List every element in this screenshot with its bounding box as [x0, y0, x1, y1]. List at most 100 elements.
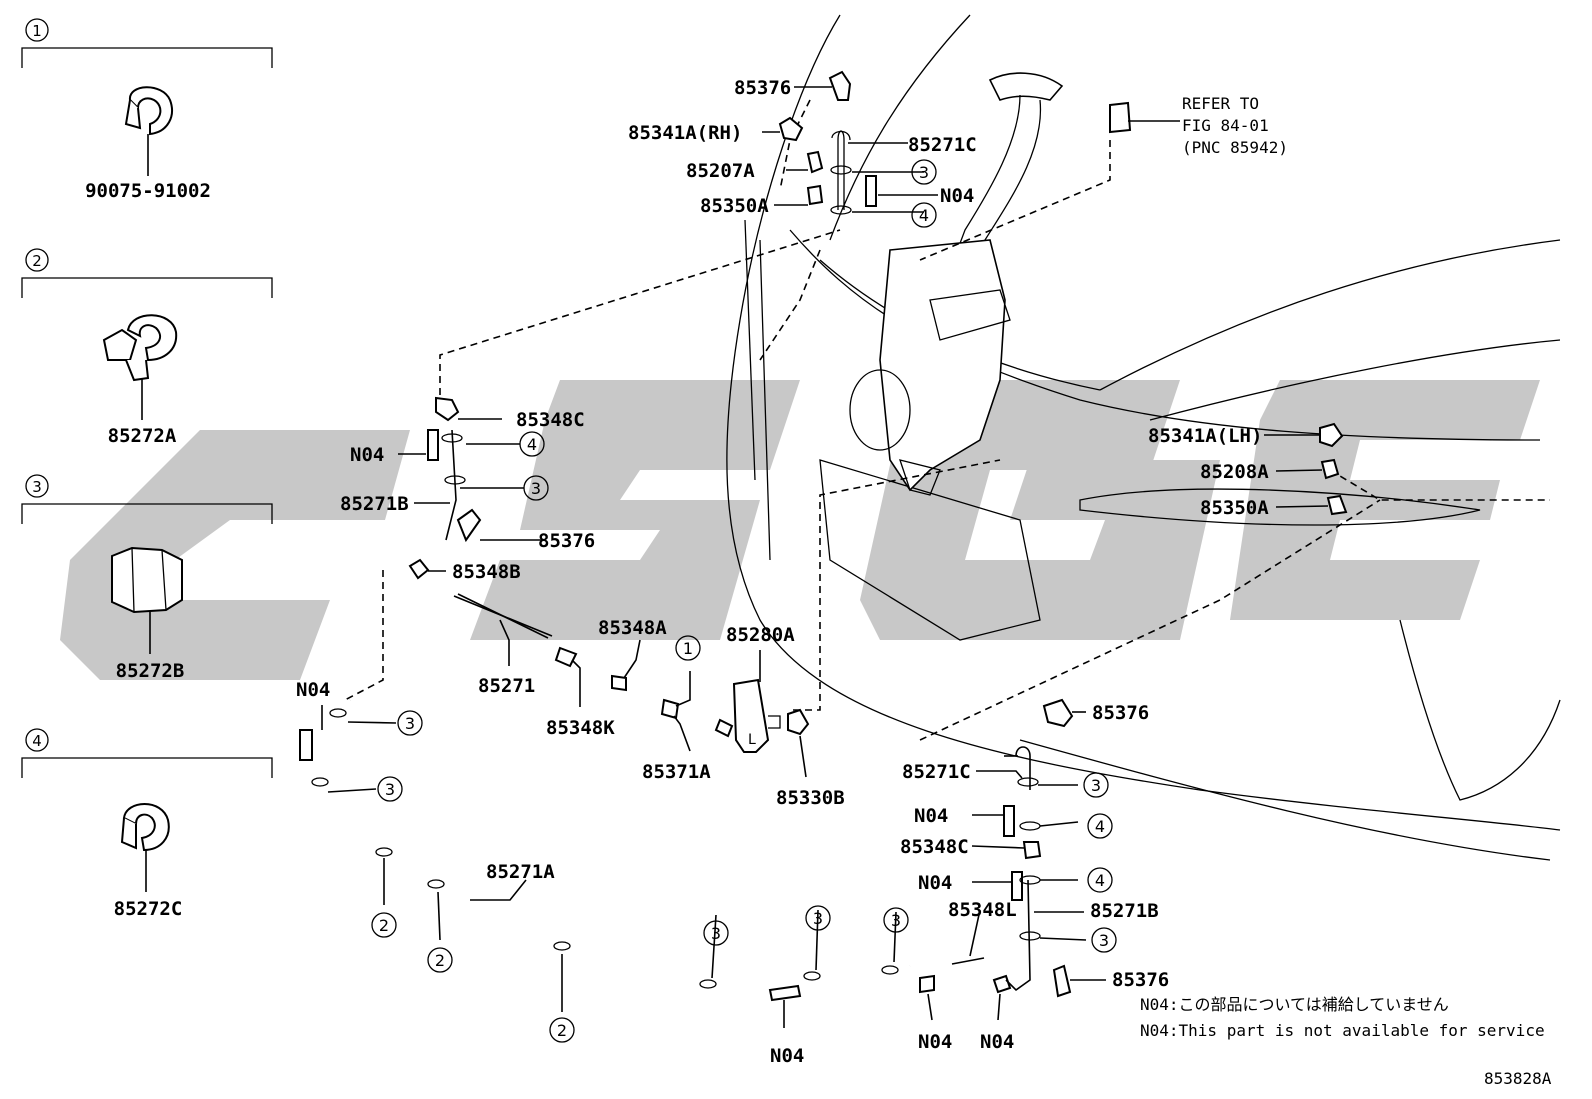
legend-panel-3: 3 85272B	[21, 474, 273, 682]
label-85350A-right: 85350A	[1200, 497, 1269, 519]
footnotes: N04:この部品については補給していません N04:This part is n…	[1140, 995, 1552, 1088]
hose-n04-b2	[919, 974, 935, 994]
main-hose-85271A	[299, 699, 1012, 1002]
nozzle-85341A-rh	[778, 116, 804, 142]
callout-4-right-b: 4	[1087, 867, 1113, 893]
callout-4-left: 4	[519, 431, 545, 457]
svg-text:2: 2	[435, 951, 445, 970]
footnote-jp: N04:この部品については補給していません	[1140, 995, 1449, 1014]
label-n04-b3: N04	[980, 1031, 1014, 1053]
callout-3-hose-b: 3	[377, 776, 403, 802]
label-85271C-right: 85271C	[902, 761, 971, 783]
legend-part-85272B: 85272B	[116, 660, 185, 682]
label-85341A-rh: 85341A(RH)	[628, 122, 742, 144]
label-85341A-lh: 85341A(LH)	[1148, 425, 1262, 447]
label-85348A: 85348A	[598, 617, 667, 639]
hose-n04-top	[865, 175, 877, 207]
joint-85348K	[554, 646, 578, 668]
refer-note: REFER TO FIG 84-01 (PNC 85942)	[1182, 94, 1288, 157]
label-n04-b1: N04	[770, 1045, 804, 1067]
clamp-85272C-icon	[120, 803, 170, 852]
label-85280A: 85280A	[726, 624, 795, 646]
hose-n04-b1	[768, 984, 802, 1002]
label-n04-top: N04	[940, 185, 974, 207]
cover-85376-left	[456, 508, 482, 543]
watermark-logo	[60, 380, 1540, 680]
svg-text:3: 3	[1099, 931, 1109, 950]
grommet-85371A	[660, 698, 680, 720]
legend-callout-4: 4	[32, 732, 42, 750]
nozzle-85207A	[806, 150, 824, 174]
hose-n04-far-left	[299, 729, 313, 761]
vehicle-body-outline	[726, 14, 1561, 861]
nozzle-85341A-lh	[1319, 422, 1344, 448]
legend-callout-2: 2	[32, 252, 42, 270]
footnote-en: N04:This part is not available for servi…	[1140, 1021, 1545, 1040]
label-85271A: 85271A	[486, 861, 555, 883]
upper-nozzle-cluster	[778, 70, 877, 215]
legend-part-85272A: 85272A	[108, 425, 177, 447]
callout-3-right-a: 3	[1083, 772, 1109, 798]
label-85271: 85271	[478, 675, 535, 697]
label-85376-bottom: 85376	[1112, 969, 1169, 991]
callout-4-right-a: 4	[1087, 813, 1113, 839]
label-85348C-left: 85348C	[516, 409, 585, 431]
label-85330B: 85330B	[776, 787, 845, 809]
washer-tank	[849, 72, 1064, 496]
svg-text:3: 3	[891, 911, 901, 930]
cover-85376-right	[1042, 698, 1074, 728]
callout-3-hose-e: 3	[883, 907, 909, 933]
label-n04-b2: N04	[918, 1031, 952, 1053]
joint-85348A	[611, 674, 627, 692]
label-n04-far-left: N04	[296, 679, 330, 701]
svg-text:4: 4	[527, 435, 537, 454]
nozzle-85208A	[1320, 458, 1340, 480]
hose-n04-b3	[992, 974, 1012, 994]
svg-text:4: 4	[1095, 871, 1105, 890]
callout-3-left: 3	[523, 475, 549, 501]
label-85208A: 85208A	[1200, 461, 1269, 483]
label-85376-right: 85376	[1092, 702, 1149, 724]
svg-text:4: 4	[1095, 817, 1105, 836]
figure-id: 853828A	[1484, 1069, 1552, 1088]
leader-lines	[321, 86, 1329, 1028]
svg-text:3: 3	[711, 924, 721, 943]
pump-85280A: L	[732, 678, 781, 753]
label-85207A: 85207A	[686, 160, 755, 182]
callout-circles: 3 4 4 3 1 3 3 2 2 2 3 3 3 3 4 4 3	[371, 159, 1117, 1043]
label-n04-r1: N04	[914, 805, 948, 827]
cover-85376-bottom	[1052, 964, 1072, 998]
legend-part-90075-91002: 90075-91002	[85, 180, 211, 202]
legend-panel-2: 2 85272A	[21, 248, 273, 447]
clamp-85272A-icon	[102, 314, 178, 382]
callout-3-upper: 3	[911, 159, 937, 185]
svg-text:1: 1	[683, 639, 693, 658]
callout-4-upper: 4	[911, 202, 937, 228]
svg-text:3: 3	[919, 163, 929, 182]
label-85371A: 85371A	[642, 761, 711, 783]
legend-callout-1: 1	[32, 22, 42, 40]
right-nozzle-cluster	[1003, 101, 1348, 998]
label-85348B: 85348B	[452, 561, 521, 583]
refer-line-2: FIG 84-01	[1182, 116, 1269, 135]
label-85350A-top: 85350A	[700, 195, 769, 217]
part-labels: 85376 85341A(RH) 85207A 85350A 85271C N0…	[296, 77, 1269, 1067]
svg-text:3: 3	[385, 780, 395, 799]
label-85376-top: 85376	[734, 77, 791, 99]
label-n04-left: N04	[350, 444, 384, 466]
valve-85350A-right	[1326, 494, 1348, 516]
svg-text:3: 3	[1091, 776, 1101, 795]
valve-85350A-top	[806, 184, 824, 206]
callout-2-hose-b: 2	[427, 947, 453, 973]
label-85348C-right: 85348C	[900, 836, 969, 858]
svg-text:2: 2	[379, 916, 389, 935]
clamp-90075-icon	[124, 86, 173, 136]
svg-text:4: 4	[919, 206, 929, 225]
svg-text:3: 3	[813, 909, 823, 928]
callout-2-hose-c: 2	[549, 1017, 575, 1043]
legend-part-85272C: 85272C	[114, 898, 183, 920]
label-85348K: 85348K	[546, 717, 615, 739]
callout-2-hose-a: 2	[371, 912, 397, 938]
legend-callout-3: 3	[32, 478, 42, 496]
